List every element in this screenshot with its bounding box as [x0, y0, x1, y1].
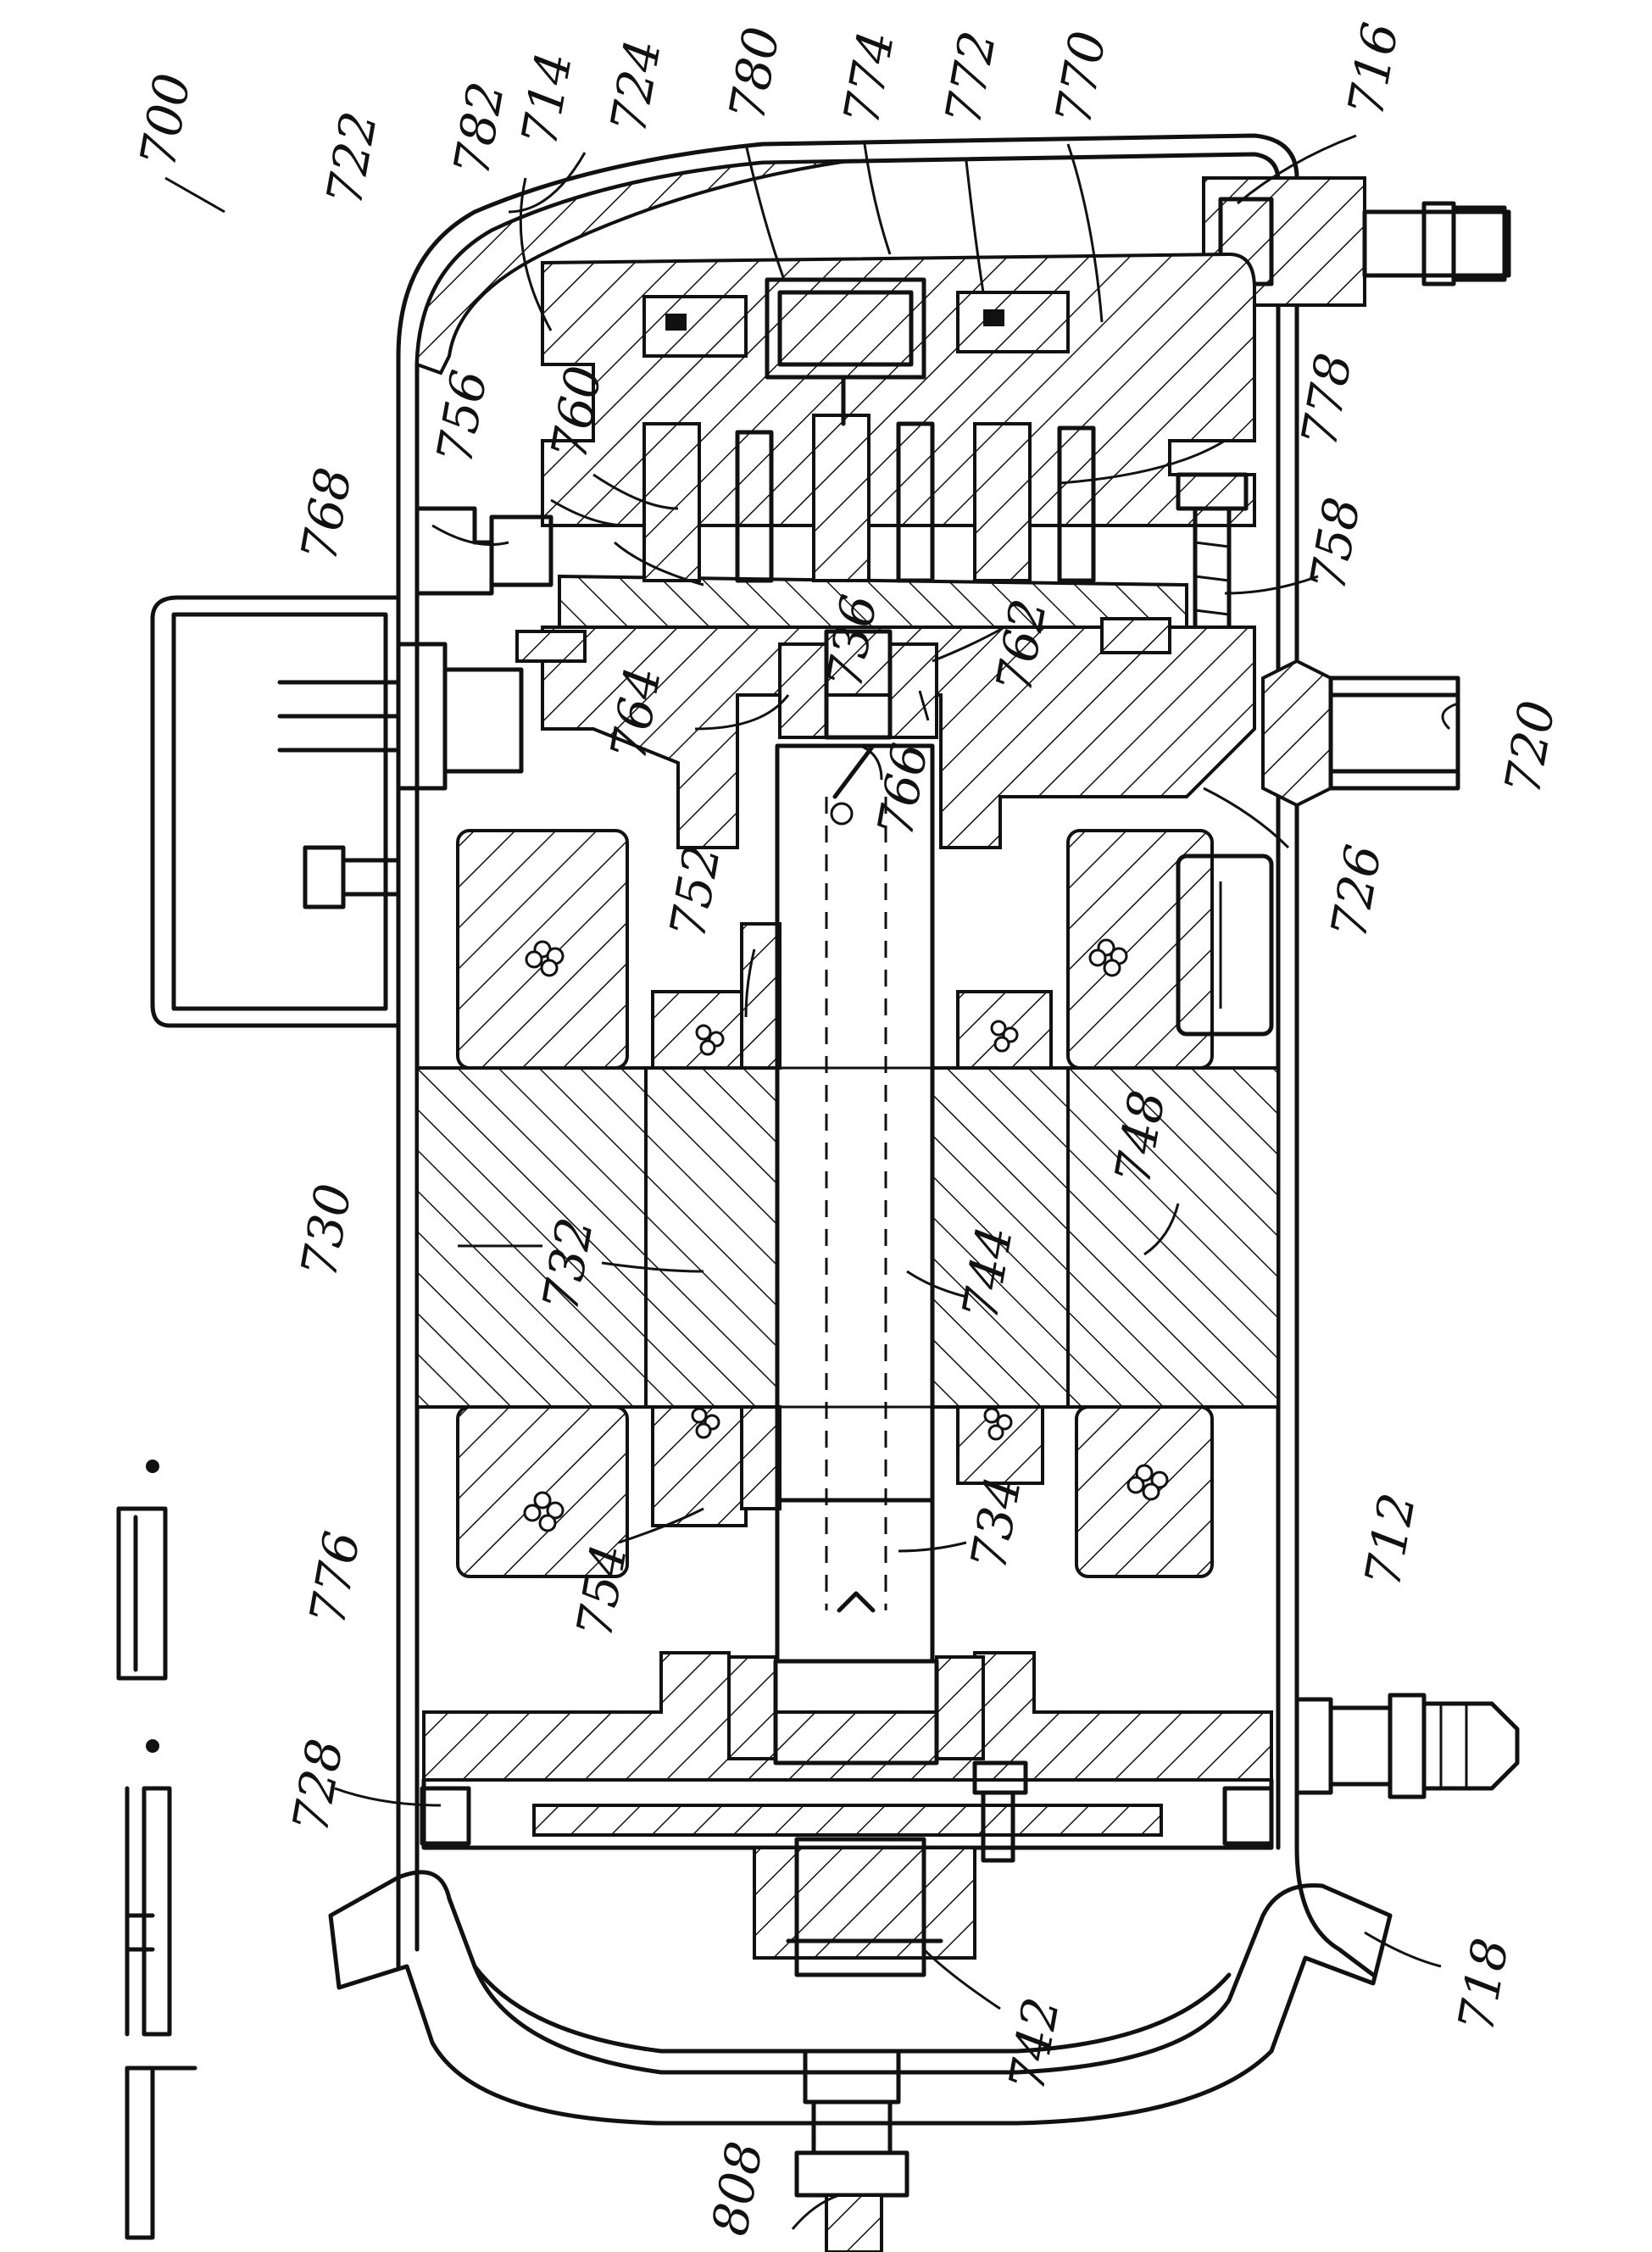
label-772: 772 [934, 27, 1007, 130]
label-782: 782 [442, 78, 515, 181]
label-808: 808 [701, 2138, 774, 2240]
label-770: 770 [1044, 27, 1117, 130]
motor [417, 831, 1278, 1576]
label-726: 726 [1320, 841, 1393, 943]
label-730: 730 [290, 1180, 363, 1282]
label-752: 752 [659, 841, 731, 943]
lower-bearing-housing [422, 1653, 1271, 1975]
figure-label-graphic [119, 1460, 195, 2238]
label-712: 712 [1354, 1489, 1427, 1592]
lower-fitting [1297, 1695, 1517, 1797]
label-722: 722 [315, 108, 388, 210]
label-766: 766 [866, 739, 939, 842]
label-774: 774 [832, 27, 905, 130]
label-724: 724 [599, 36, 672, 138]
label-742: 742 [998, 1993, 1071, 2096]
label-780: 780 [718, 23, 791, 125]
label-720: 720 [1493, 697, 1566, 799]
crankshaft [777, 746, 932, 1661]
label-716: 716 [1337, 19, 1410, 121]
label-700: 700 [129, 70, 202, 172]
label-734: 734 [959, 1472, 1032, 1575]
drive-shaft-extension [797, 2051, 907, 2252]
suction-fitting [1263, 661, 1458, 805]
label-756: 756 [426, 366, 498, 469]
label-768: 768 [290, 464, 363, 566]
label-718: 718 [1447, 1934, 1520, 2037]
label-778: 778 [1290, 349, 1363, 452]
label-714: 714 [510, 48, 583, 151]
label-758: 758 [1299, 493, 1371, 596]
label-776: 776 [298, 1527, 371, 1630]
label-728: 728 [281, 1735, 354, 1838]
